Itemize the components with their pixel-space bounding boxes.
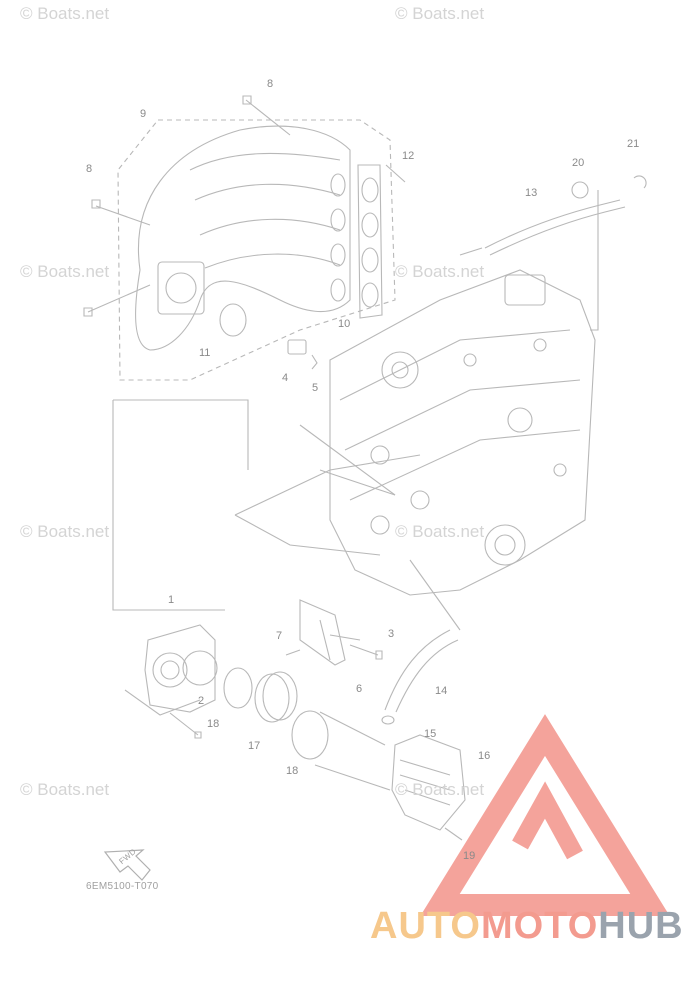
watermark: © Boats.net <box>20 262 110 281</box>
hose-14 <box>384 629 459 713</box>
callout-18: 18 <box>207 718 220 730</box>
callout-14: 14 <box>435 685 448 697</box>
callout-17: 17 <box>248 740 261 752</box>
bracket-6 <box>299 599 346 666</box>
watermark: © Boats.net <box>395 4 485 23</box>
manifold-group-outline <box>117 119 396 381</box>
drawing-code: 6EM5100-T070 <box>86 881 159 892</box>
clip-15 <box>381 715 395 725</box>
callout-7: 7 <box>276 630 283 642</box>
watermark: © Boats.net <box>20 522 110 541</box>
callout-8: 8 <box>86 163 93 175</box>
manifold-gasket <box>357 164 383 319</box>
callout-4: 4 <box>282 372 289 384</box>
bolt-8-top <box>242 95 291 136</box>
callout-8: 8 <box>267 78 274 90</box>
o-ring-11 <box>219 303 247 337</box>
callout-19: 19 <box>463 850 476 862</box>
bolt-8-lower <box>83 284 151 317</box>
bolt-3 <box>349 644 383 660</box>
callout-9: 9 <box>140 108 147 120</box>
callout-12: 12 <box>402 150 415 162</box>
hose-13 <box>484 199 626 256</box>
intake-silencer <box>391 734 466 831</box>
callout-6: 6 <box>356 683 363 695</box>
automotohub-logo: AUTOMOTOHUB <box>370 905 684 948</box>
o-ring-18-upper <box>223 667 253 709</box>
o-ring-18-lower <box>291 710 329 760</box>
callout-11: 11 <box>199 347 211 359</box>
bolt-7 <box>285 649 301 656</box>
callout-21: 21 <box>627 138 640 150</box>
logo-text-hub: HUB <box>598 905 684 947</box>
callout-2: 2 <box>198 695 205 707</box>
callout-20: 20 <box>572 157 585 169</box>
automotohub-logo-mark <box>420 714 670 916</box>
sensor-4 <box>287 339 307 355</box>
callout-3: 3 <box>388 628 395 640</box>
watermark: © Boats.net <box>395 780 485 799</box>
logo-text-auto: AUTO <box>370 905 481 947</box>
callout-18: 18 <box>286 765 299 777</box>
throttle-body <box>144 624 216 713</box>
callout-16: 16 <box>478 750 491 762</box>
watermark: © Boats.net <box>395 262 485 281</box>
clamp-21 <box>633 175 647 189</box>
bolt-19 <box>444 827 463 841</box>
callout-5: 5 <box>312 382 319 394</box>
forward-arrow-icon <box>103 849 151 881</box>
callout-1: 1 <box>168 594 175 606</box>
clip-5 <box>311 354 318 370</box>
clamp-20 <box>571 181 589 199</box>
callout-13: 13 <box>525 187 538 199</box>
bolt-2 <box>169 712 202 739</box>
callout-10: 10 <box>338 318 351 330</box>
watermark: © Boats.net <box>20 4 110 23</box>
bolt-8-left <box>91 199 151 226</box>
engine-block <box>329 269 596 596</box>
intake-manifold <box>135 125 351 351</box>
logo-text-moto: MOTO <box>480 905 599 947</box>
bolt-12 <box>385 164 406 183</box>
watermark: © Boats.net <box>20 780 110 799</box>
sleeve-17 <box>254 673 290 723</box>
watermark: © Boats.net <box>395 522 485 541</box>
callout-15: 15 <box>424 728 437 740</box>
